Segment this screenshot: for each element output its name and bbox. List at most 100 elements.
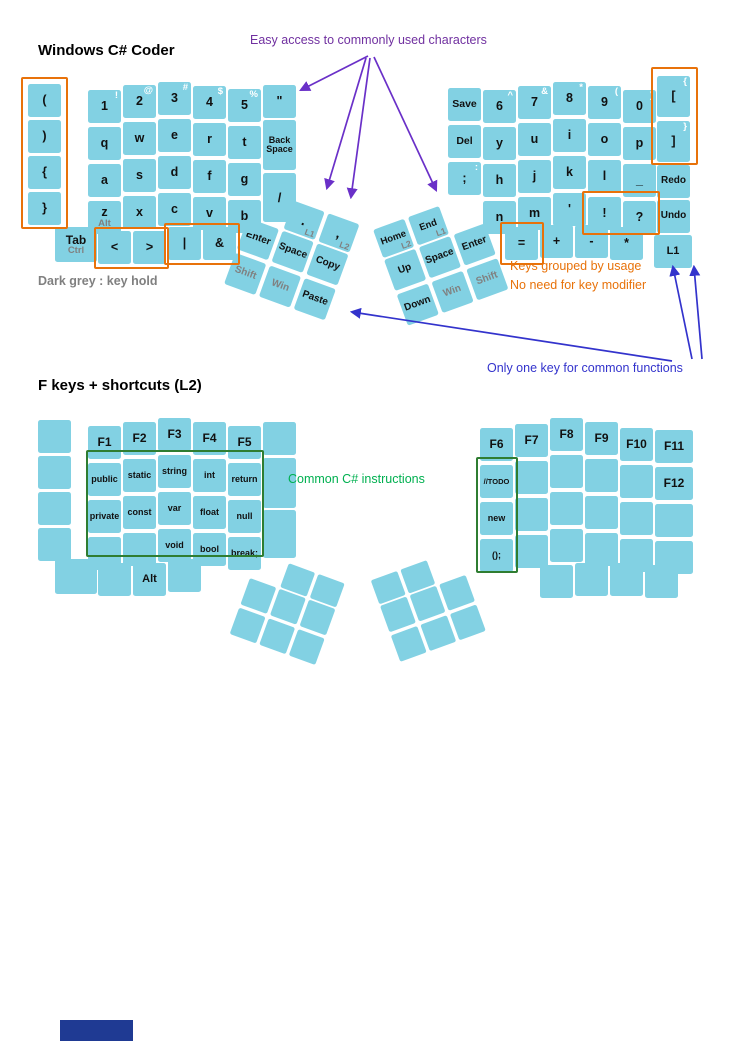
key-4: $4 bbox=[193, 86, 226, 119]
shifted-symbol: ^ bbox=[507, 90, 513, 101]
shifted-symbol: ( bbox=[614, 86, 618, 97]
key-k: k bbox=[553, 156, 586, 189]
key-w: w bbox=[123, 122, 156, 155]
key-string: string bbox=[158, 455, 191, 488]
key-label: Shift bbox=[233, 264, 258, 283]
key-quote: " bbox=[263, 85, 296, 118]
key-label: (); bbox=[492, 549, 501, 560]
key-label: x bbox=[136, 205, 143, 220]
key-7: &7 bbox=[518, 86, 551, 119]
key-label: Back Space bbox=[266, 134, 293, 154]
key-public: public bbox=[88, 463, 121, 496]
key-label: F7 bbox=[524, 433, 539, 448]
key-label: static bbox=[127, 469, 152, 480]
key-label: Paste bbox=[300, 288, 330, 309]
key-blank bbox=[550, 455, 583, 488]
key-sym-60: }] bbox=[657, 121, 690, 162]
key-label: / bbox=[277, 189, 282, 205]
key-l: l bbox=[588, 160, 621, 193]
key-label: 2 bbox=[136, 94, 143, 109]
note-grouped-usage: Keys grouped by usage bbox=[510, 259, 642, 273]
key-blank bbox=[585, 459, 618, 492]
key-2: @2 bbox=[123, 85, 156, 118]
key-label: Space bbox=[277, 241, 309, 262]
key-label: F10 bbox=[626, 437, 647, 452]
annotation-arrow bbox=[349, 307, 673, 362]
key-label: t bbox=[242, 135, 247, 150]
key-label: ! bbox=[602, 206, 607, 221]
key-o: o bbox=[588, 123, 621, 156]
highlight-csharp-keywords bbox=[86, 450, 264, 557]
hold-function-label: L1 bbox=[434, 224, 448, 238]
key-f3: F3 bbox=[158, 418, 191, 451]
key-blank bbox=[390, 625, 427, 662]
key-label: Up bbox=[396, 261, 414, 277]
key-8: *8 bbox=[553, 82, 586, 115]
key-label: Space bbox=[423, 246, 456, 267]
key-label: bool bbox=[200, 543, 219, 554]
key-blank bbox=[123, 533, 156, 566]
key-blank bbox=[620, 465, 653, 498]
key-label: r bbox=[207, 132, 212, 147]
key-exclamation: ! bbox=[588, 197, 621, 230]
key-parens-semicolon: (); bbox=[480, 539, 513, 572]
key-label: Undo bbox=[660, 210, 687, 222]
key-r: r bbox=[193, 123, 226, 156]
key-label: n bbox=[495, 210, 504, 225]
key-blank bbox=[263, 510, 296, 558]
key-label: ( bbox=[42, 93, 47, 108]
key-paste: Paste bbox=[293, 278, 336, 321]
key-f4: F4 bbox=[193, 422, 226, 455]
note-easy-access: Easy access to commonly used characters bbox=[250, 33, 487, 47]
shifted-symbol: @ bbox=[143, 85, 153, 96]
key-label: F12 bbox=[663, 476, 685, 491]
key-label: 3 bbox=[171, 91, 178, 106]
key-blank bbox=[38, 456, 71, 489]
key-label: { bbox=[42, 165, 47, 180]
key-label: } bbox=[42, 201, 47, 216]
key-plus: + bbox=[540, 225, 573, 258]
key-label: 6 bbox=[496, 99, 503, 114]
key-label: Redo bbox=[661, 175, 686, 187]
key-label: e bbox=[171, 128, 178, 143]
key-label: - bbox=[589, 234, 594, 249]
key-blank bbox=[655, 504, 693, 537]
key-blank bbox=[240, 578, 277, 614]
key-less-than: < bbox=[98, 231, 131, 264]
key-label: v bbox=[206, 206, 213, 221]
key-label: ' bbox=[568, 202, 571, 217]
key-6: ^6 bbox=[483, 90, 516, 123]
key-slash: / bbox=[263, 173, 296, 222]
key-label: void bbox=[165, 539, 184, 550]
key-blank bbox=[585, 496, 618, 529]
key-blank bbox=[259, 618, 296, 655]
shifted-symbol: $ bbox=[217, 86, 223, 97]
key-label: F8 bbox=[559, 427, 574, 442]
key-9: (9 bbox=[588, 86, 621, 119]
key-label: " bbox=[276, 94, 283, 109]
key-label: | bbox=[182, 236, 187, 251]
key-p: p bbox=[623, 127, 656, 160]
key-paren-close: ) bbox=[28, 120, 61, 153]
key-label: k bbox=[566, 165, 573, 180]
key-del: Del bbox=[448, 125, 481, 158]
key-f12: F12 bbox=[655, 467, 693, 500]
key-label: w bbox=[134, 131, 145, 146]
key-label: F2 bbox=[132, 431, 147, 446]
annotation-arrow bbox=[324, 57, 367, 191]
key-label: Save bbox=[452, 98, 477, 111]
key-label: * bbox=[624, 236, 629, 251]
key-win: Win bbox=[431, 270, 474, 314]
key-label: 5 bbox=[241, 98, 248, 113]
l2-layer-title: F keys + shortcuts (L2) bbox=[38, 377, 202, 394]
key-u: u bbox=[518, 123, 551, 156]
key-brace-open: { bbox=[28, 156, 61, 189]
shifted-symbol: # bbox=[182, 82, 188, 93]
annotation-arrow bbox=[669, 264, 693, 360]
base-layer-title: Windows C# Coder bbox=[38, 42, 175, 59]
key-5: %5 bbox=[228, 89, 261, 122]
key-label: int bbox=[204, 469, 215, 480]
key-label: c bbox=[171, 202, 178, 217]
key-f6: F6 bbox=[480, 428, 513, 461]
